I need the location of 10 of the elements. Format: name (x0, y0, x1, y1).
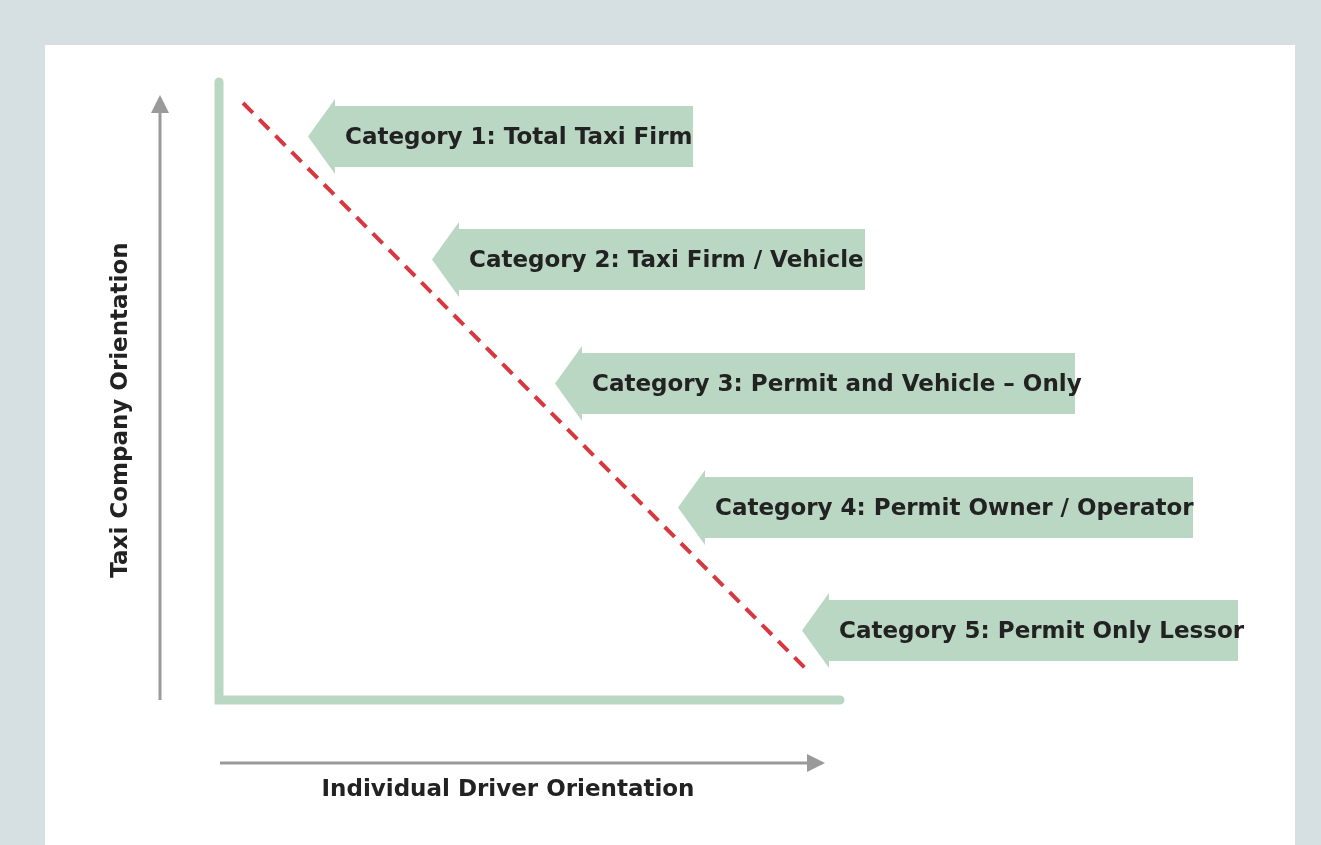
arrow-callout (432, 222, 865, 297)
category-label: Category 2: Taxi Firm / Vehicle (469, 245, 864, 274)
arrow-callout (678, 470, 1193, 545)
axis-title: Individual Driver Orientation (321, 775, 695, 801)
category-label: Category 3: Permit and Vehicle – Only (592, 369, 1082, 398)
category-label: Category 5: Permit Only Lessor (839, 616, 1245, 645)
axis-title: Taxi Company Orientation (105, 242, 132, 578)
arrow-callout (308, 99, 693, 174)
category-label: Category 4: Permit Owner / Operator (715, 493, 1194, 522)
category-label: Category 1: Total Taxi Firm (345, 122, 693, 151)
